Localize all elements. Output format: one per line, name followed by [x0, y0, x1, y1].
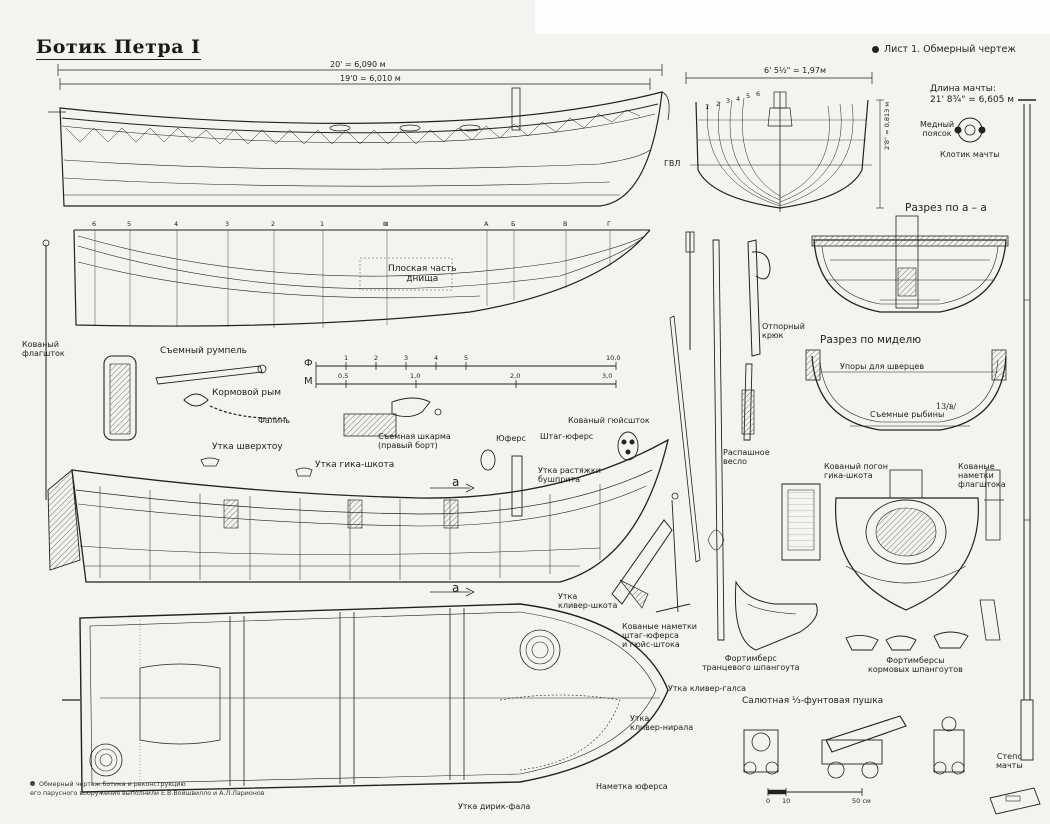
sheet-label-text: Лист 1. Обмерный чертеж [884, 44, 1016, 55]
label-forged-stay-marks: Кованые наметки штаг-юферса и гюйс-штока [622, 622, 697, 650]
station-4: 4 [174, 220, 179, 228]
label-forged-gik-runner: Кованый погон гика-шкота [824, 462, 888, 481]
station-v: В [563, 220, 568, 228]
label-cleat-kliver-nirala: Утка кливер-нирала [630, 714, 694, 733]
station-6: 6 [92, 220, 97, 228]
label-flat-bottom: Плоская часть днища [388, 264, 457, 285]
section-mark-2: 2 [716, 100, 721, 108]
label-gvl: ГВЛ [664, 159, 681, 168]
mast-length-label: Длина мачты: [930, 84, 996, 94]
label-mast-truck: Клотик мачты [940, 150, 1000, 159]
label-handwritten: 13/в/ [936, 402, 957, 411]
blank-corner [535, 0, 1050, 34]
scale-meters-letter: М [304, 376, 313, 387]
credit-note: Обмерный чертеж ботика и реконструкцию е… [30, 780, 264, 798]
dim-length-overall: 20' = 6,090 м [330, 60, 386, 69]
label-cleat-bowsprit: Утка растяжки бушприта [538, 466, 601, 485]
label-removable-thwarts: Съемные рыбины [870, 410, 945, 419]
label-cleat-kliver-galsa: Утка кливер-галса [668, 684, 747, 693]
timber-fittings [734, 580, 969, 651]
dim-length-waterline: 19'0 = 6,010 м [340, 74, 401, 83]
scale-cm-0: 0 [766, 797, 771, 805]
station-5: 5 [127, 220, 132, 228]
station-a: А [484, 220, 489, 228]
label-yufers: Юферс [496, 434, 526, 443]
label-stay-yufers: Штаг-юферс [540, 432, 594, 441]
scale-ft-2: 2 [374, 354, 379, 362]
body-plan-view [685, 72, 884, 212]
label-section-aa: Разрез по а – а [905, 202, 987, 214]
scale-bar [315, 362, 617, 388]
credit-line-1: Обмерный чертеж ботика и реконструкцию [39, 781, 186, 788]
label-cleat-gik-shkota: Утка гика-шкота [315, 460, 395, 470]
label-cleat-dirik: Утка дирик-фала [458, 802, 531, 811]
dim-beam: 6' 5½" = 1,97м [764, 66, 826, 75]
page-title: Ботик Петра I [36, 36, 201, 60]
section-mark-5: 5 [746, 92, 751, 100]
scale-cm-10: 10 [782, 797, 791, 805]
flagstaff-and-fittings [42, 239, 639, 500]
label-cleat-kliver-shkota: Утка кливер-шкота [558, 592, 618, 611]
label-forged-flag-marks: Кованые наметки флагштока [958, 462, 1006, 490]
label-section-a-top: а [452, 475, 460, 489]
label-oar: Распашное весло [723, 448, 770, 467]
scale-m-30: 3,0 [602, 372, 613, 380]
label-jack-staff: Кованый гюйсшток [568, 416, 650, 425]
scale-ft-10: 10,0 [606, 354, 621, 362]
label-stern-timbers: Фортимберсы кормовых шпангоутов [868, 656, 963, 675]
label-stern-eye: Кормовой рым [212, 388, 282, 398]
sheet-label: Лист 1. Обмерный чертеж [872, 44, 1016, 55]
scale-ft-3: 3 [404, 354, 409, 362]
transom-view [781, 469, 1004, 641]
section-mark-4: 4 [736, 95, 741, 103]
bowsprit-fittings [611, 492, 691, 613]
label-painter: Фалинь [258, 416, 291, 425]
station-g: Г [607, 220, 611, 228]
label-boat-hook: Отпорный крюк [762, 322, 805, 341]
label-section-a-bottom: а [452, 581, 460, 595]
label-cleat-shverkhtou: Утка шверхтоу [212, 442, 283, 452]
scale-m-05: 0,5 [338, 372, 349, 380]
label-flagstaff: Кованый флагшток [22, 340, 65, 359]
scale-cm-50: 50 см [852, 797, 871, 805]
salute-gun-view [743, 715, 965, 796]
bullet-icon [872, 46, 879, 53]
label-mast-step: Степс мачты [996, 752, 1023, 771]
mast-length-value: 21' 8¾" = 6,605 м [930, 95, 1015, 105]
scale-ft-5: 5 [464, 354, 469, 362]
label-yufers-mark: Наметка юферса [596, 782, 668, 791]
half-breadth-view [73, 229, 651, 328]
credit-line-2: его парусного вооружения выполнили Е.В.В… [30, 790, 265, 798]
bullet-icon [30, 781, 35, 786]
section-mark-3: 3 [726, 97, 731, 105]
label-removable-gunwale: Съемная шкарма (правый борт) [378, 432, 451, 451]
label-section-midship: Разрез по миделю [820, 334, 922, 346]
scale-ft-1: 1 [344, 354, 349, 362]
profile-view [48, 64, 670, 207]
scale-m-10: 1,0 [410, 372, 421, 380]
scale-feet-letter: Ф [304, 358, 313, 369]
station-1: 1 [320, 220, 325, 228]
label-copper-band: Медный поясок [920, 120, 955, 139]
scale-ft-4: 4 [434, 354, 439, 362]
oar-and-hook [669, 231, 771, 641]
label-tiller: Съемный румпель [160, 346, 247, 356]
deck-plan-view [62, 603, 669, 793]
section-aa-view [811, 215, 1009, 313]
scale-m-20: 2,0 [510, 372, 521, 380]
label-transom-timber: Фортимберс транцевого шпангоута [702, 654, 800, 673]
inboard-profile-view [47, 438, 669, 597]
station-mid: ⊠ [383, 220, 389, 228]
dim-depth: 2'8" = 0,813 м [883, 101, 891, 150]
label-salute-gun: Салютная ⅓-фунтовая пушка [742, 696, 884, 706]
station-3: 3 [225, 220, 230, 228]
mast-view [954, 99, 1041, 815]
section-mark-1: 1 [705, 103, 710, 111]
section-mark-6: 6 [756, 90, 761, 98]
section-midship-view [805, 349, 1007, 431]
label-thwart-supports: Упоры для шверцев [840, 362, 925, 371]
station-b: Б [511, 220, 516, 228]
station-2: 2 [271, 220, 276, 228]
